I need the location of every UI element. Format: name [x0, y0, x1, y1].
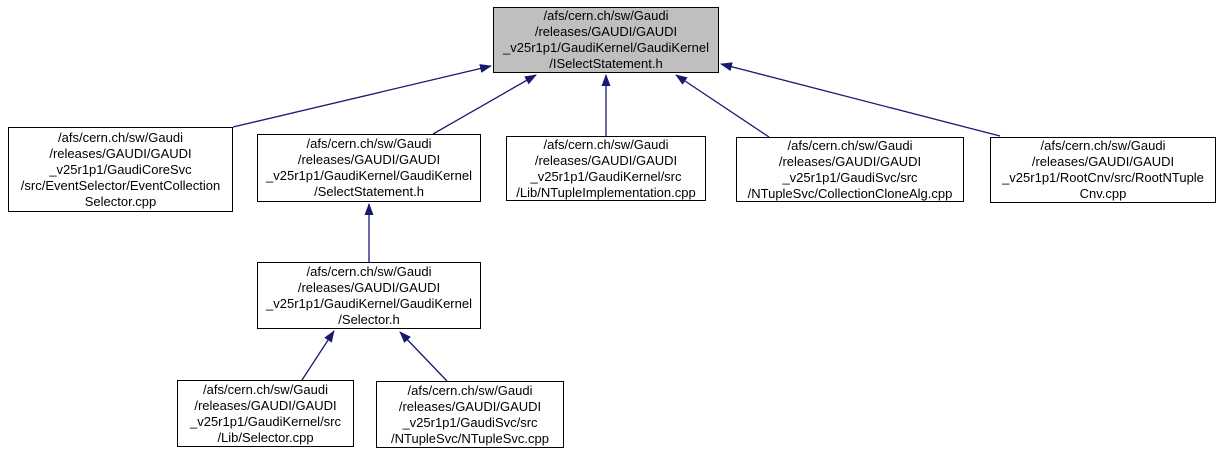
node-label: /afs/cern.ch/sw/Gaudi /releases/GAUDI/GA…	[391, 382, 549, 446]
node-iselectstatement-h[interactable]: /afs/cern.ch/sw/Gaudi /releases/GAUDI/GA…	[493, 7, 719, 73]
node-selector-h[interactable]: /afs/cern.ch/sw/Gaudi /releases/GAUDI/GA…	[257, 262, 481, 329]
node-ntupleimplementation-cpp[interactable]: /afs/cern.ch/sw/Gaudi /releases/GAUDI/GA…	[506, 136, 706, 201]
node-label: /afs/cern.ch/sw/Gaudi /releases/GAUDI/GA…	[266, 136, 472, 199]
node-eventcollectionselector-cpp[interactable]: /afs/cern.ch/sw/Gaudi /releases/GAUDI/GA…	[8, 127, 233, 212]
node-label: /afs/cern.ch/sw/Gaudi /releases/GAUDI/GA…	[1002, 138, 1204, 201]
node-label: /afs/cern.ch/sw/Gaudi /releases/GAUDI/GA…	[516, 136, 696, 200]
node-selector-cpp[interactable]: /afs/cern.ch/sw/Gaudi /releases/GAUDI/GA…	[177, 380, 354, 447]
node-ntuplesvc-cpp[interactable]: /afs/cern.ch/sw/Gaudi /releases/GAUDI/GA…	[376, 381, 564, 448]
edge-eventcollectionselector-to-iselectstatement	[232, 64, 492, 128]
node-selectstatement-h[interactable]: /afs/cern.ch/sw/Gaudi /releases/GAUDI/GA…	[257, 134, 481, 202]
node-label: /afs/cern.ch/sw/Gaudi /releases/GAUDI/GA…	[266, 263, 472, 327]
edge-selectstatement-to-iselectstatement	[432, 74, 537, 135]
edge-collectionclonealg-to-iselectstatement	[675, 74, 770, 138]
edge-ntuplesvc-cpp-to-selector-h	[399, 331, 448, 382]
node-label: /afs/cern.ch/sw/Gaudi /releases/GAUDI/GA…	[503, 8, 709, 71]
node-label: /afs/cern.ch/sw/Gaudi /releases/GAUDI/GA…	[747, 137, 953, 201]
edge-rootntuplecnv-to-iselectstatement	[720, 62, 1001, 137]
node-label: /afs/cern.ch/sw/Gaudi /releases/GAUDI/GA…	[189, 381, 342, 445]
node-rootntuplecnv-cpp[interactable]: /afs/cern.ch/sw/Gaudi /releases/GAUDI/GA…	[990, 137, 1216, 203]
node-label: /afs/cern.ch/sw/Gaudi /releases/GAUDI/GA…	[20, 129, 221, 209]
node-collectionclonealg-cpp[interactable]: /afs/cern.ch/sw/Gaudi /releases/GAUDI/GA…	[736, 137, 964, 202]
edge-selector-cpp-to-selector-h	[301, 330, 335, 381]
